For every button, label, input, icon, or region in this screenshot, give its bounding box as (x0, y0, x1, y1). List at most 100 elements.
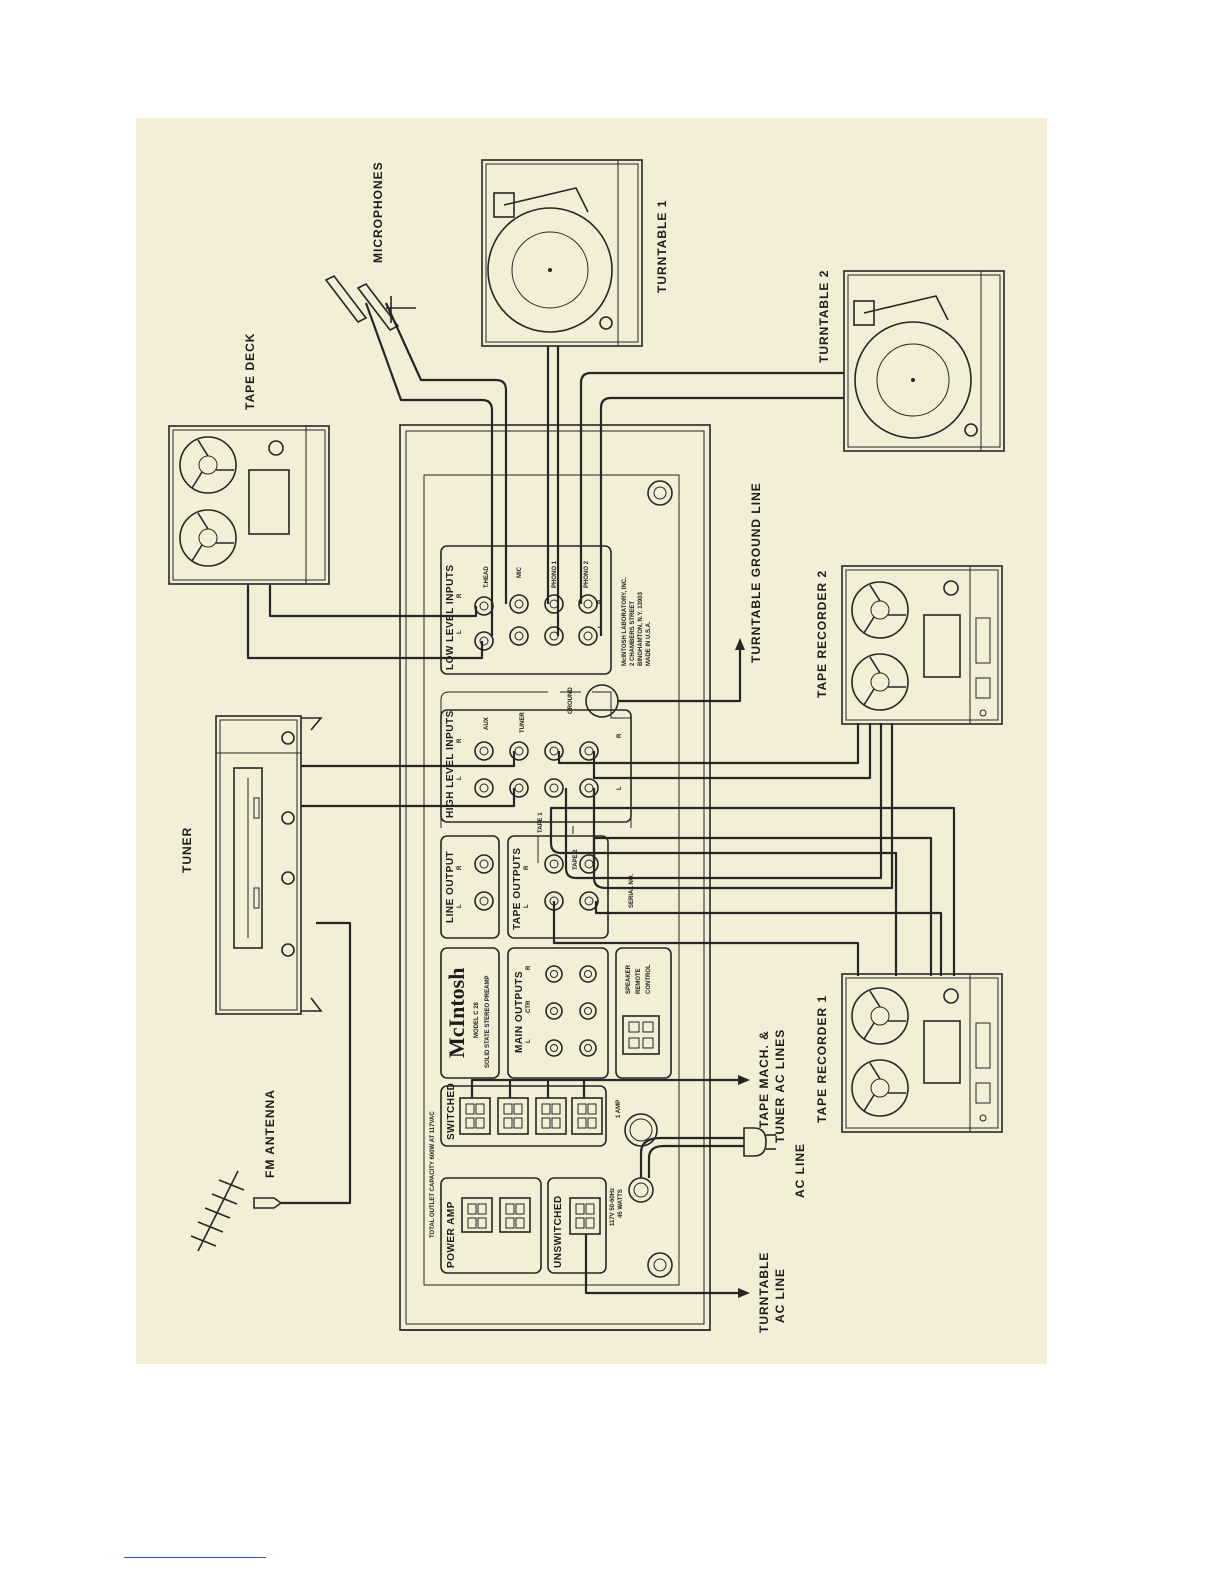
ac-plug-icon (743, 1127, 776, 1157)
turntable-ground-line-label: TURNTABLE GROUND LINE (749, 482, 763, 663)
high-level-right-label: R (457, 738, 463, 743)
tape-recorder-1-label: TAPE RECORDER 1 (815, 995, 829, 1123)
jack-main-out-c-1[interactable] (545, 1002, 563, 1020)
power-amp-outlet-1[interactable] (461, 1197, 493, 1233)
fuse-label: 1 AMP (616, 1100, 622, 1118)
tape-recorder-2-reel-2-icon (851, 653, 909, 711)
jack-main-out-l-2[interactable] (579, 1039, 597, 1057)
jack-t-head-l[interactable] (474, 631, 494, 651)
svg-text:BINGHAMTON, N.Y. 13903: BINGHAMTON, N.Y. 13903 (638, 591, 644, 666)
jack-phono2-l[interactable] (578, 626, 598, 646)
tape-deck-label: TAPE DECK (243, 333, 257, 410)
high-level-left-label: L (457, 776, 463, 780)
jack-aux-r[interactable] (474, 741, 494, 761)
jack-line-out-r[interactable] (474, 854, 494, 874)
jack-tape2-out-l[interactable] (579, 891, 599, 911)
svg-text:McINTOSH LABORATORY, INC.: McINTOSH LABORATORY, INC. (622, 577, 628, 666)
t-head-label: T.HEAD (484, 566, 490, 588)
jack-tape1-return-r[interactable] (544, 741, 564, 761)
tape-mach-ac-lines-label-1: TAPE MACH. & (757, 1030, 771, 1128)
outlet-capacity-label: TOTAL OUTLET CAPACITY 600W AT 117VAC (430, 1111, 436, 1238)
tape-outputs-label: TAPE OUTPUTS (512, 848, 523, 930)
jack-tape1-return-l[interactable] (544, 778, 564, 798)
line-output-section: LINE OUTPUT L R (440, 835, 500, 939)
tape-recorder-2-reel-1-icon (851, 581, 909, 639)
aux-label: AUX (484, 717, 490, 730)
jack-line-out-l[interactable] (474, 891, 494, 911)
turntable-ac-line-label-1: TURNTABLE (757, 1252, 771, 1333)
preamp-rear-panel: LOW LEVEL INPUTS L R T.HEAD MIC PHONO 1 … (399, 424, 711, 1331)
svg-text:MADE IN U.S.A.: MADE IN U.S.A. (646, 621, 652, 666)
jack-main-out-r-1[interactable] (545, 965, 563, 983)
jack-main-out-c-2[interactable] (579, 1002, 597, 1020)
tape-recorder-1-reel-2-icon (851, 1059, 909, 1117)
tuner-device (215, 715, 323, 1015)
jack-tuner-l[interactable] (509, 778, 529, 798)
main-out-center-label: CTR (526, 1000, 532, 1013)
hookup-diagram: LOW LEVEL INPUTS L R T.HEAD MIC PHONO 1 … (136, 118, 1047, 1364)
tape-return-left-label: L (617, 786, 623, 790)
power-cord-grommet (628, 1177, 654, 1203)
hookup-diagram-svg: LOW LEVEL INPUTS L R T.HEAD MIC PHONO 1 … (168, 159, 1005, 1333)
jack-mic-l[interactable] (509, 626, 529, 646)
tape-recorder-1-reel-1-icon (851, 987, 909, 1045)
unswitched-outlets-section: UNSWITCHED (547, 1177, 607, 1274)
jack-phono2-r[interactable] (578, 594, 598, 614)
jack-tuner-r[interactable] (509, 741, 529, 761)
main-outputs-section: MAIN OUTPUTS L CTR R (507, 947, 609, 1079)
jack-tape2-out-r[interactable] (579, 854, 599, 874)
low-level-left-label: L (457, 630, 463, 634)
fuse-holder[interactable] (624, 1113, 658, 1147)
svg-text:SPEAKER: SPEAKER (626, 964, 632, 994)
tape-mach-ac-lines-label-2: TUNER AC LINES (773, 1029, 787, 1143)
power-amp-outlets-section: POWER AMP (440, 1177, 542, 1274)
mic-label: MIC (517, 566, 523, 578)
tape2-label: TAPE 2 (573, 849, 579, 870)
jack-mic-r[interactable] (509, 594, 529, 614)
jack-t-head-r[interactable] (474, 596, 494, 616)
turntable-2-device (843, 270, 1005, 452)
switched-outlets-section: SWITCHED (440, 1083, 607, 1147)
jack-tape1-out-r[interactable] (544, 854, 564, 874)
main-out-right-label: R (526, 965, 532, 970)
fm-antenna-label: FM ANTENNA (263, 1089, 277, 1178)
line-output-label: LINE OUTPUT (445, 851, 456, 923)
tape-deck-device (168, 425, 330, 585)
panel-screw-top (647, 480, 673, 506)
power-amp-outlet-2[interactable] (499, 1197, 531, 1233)
microphones-label: MICROPHONES (371, 161, 385, 263)
jack-aux-l[interactable] (474, 778, 494, 798)
switched-outlet-3[interactable] (535, 1097, 567, 1135)
low-level-inputs-section: LOW LEVEL INPUTS L R T.HEAD MIC PHONO 1 … (440, 545, 612, 675)
phono1-label: PHONO 1 (552, 560, 558, 588)
jack-phono1-l[interactable] (544, 626, 564, 646)
switched-outlet-2[interactable] (497, 1097, 529, 1135)
tape1-label: TAPE 1 (538, 812, 544, 833)
model-sub-label: SOLID STATE STEREO PREAMP (485, 976, 491, 1068)
jack-tape2-return-l[interactable] (579, 778, 599, 798)
power-spec-line1: 117V 50-60Hz (610, 1188, 616, 1226)
unswitched-outlet[interactable] (569, 1197, 601, 1235)
tape-out-left-label: L (524, 904, 530, 908)
svg-text:2 CHAMBERS STREET: 2 CHAMBERS STREET (630, 601, 636, 666)
switched-outlet-4[interactable] (571, 1097, 603, 1135)
manufacturer-address: McINTOSH LABORATORY, INC. 2 CHAMBERS STR… (622, 577, 652, 666)
tape-deck-reel-1-icon (179, 436, 237, 494)
high-level-inputs-label: HIGH LEVEL INPUTS (445, 710, 456, 818)
line-output-left-label: L (457, 904, 463, 908)
switched-outlet-1[interactable] (459, 1097, 491, 1135)
jack-main-out-l-1[interactable] (545, 1039, 563, 1057)
speaker-remote-socket[interactable] (622, 1015, 660, 1055)
tape-recorder-2-label: TAPE RECORDER 2 (815, 570, 829, 698)
jack-tape2-return-r[interactable] (579, 741, 599, 761)
low-level-right-label: R (457, 593, 463, 598)
low-level-inputs-label: LOW LEVEL INPUTS (445, 564, 456, 670)
brand-logo: McIntosh (444, 968, 469, 1058)
jack-main-out-r-2[interactable] (579, 965, 597, 983)
tape-out-right-label: R (524, 865, 530, 870)
cables (246, 302, 956, 1298)
brand-plate: McIntosh MODEL C 28 SOLID STATE STEREO P… (440, 947, 500, 1079)
fm-antenna-icon (190, 1170, 283, 1252)
power-amp-label: POWER AMP (446, 1201, 457, 1268)
power-spec-line2: 45 WATTS (618, 1189, 624, 1218)
